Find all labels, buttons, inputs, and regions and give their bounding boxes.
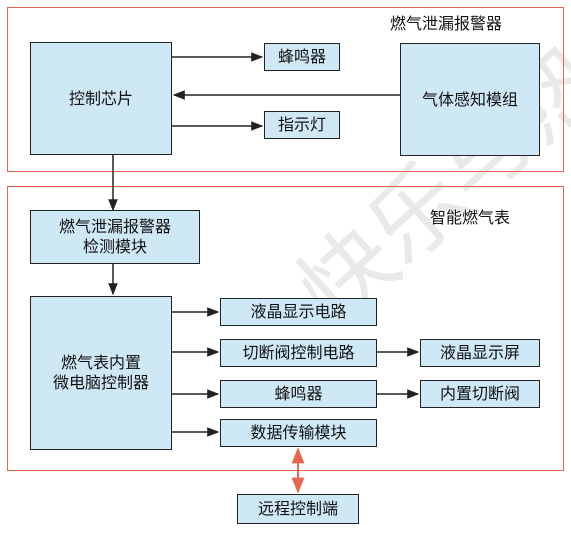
detection-module-label: 燃气泄漏报警器 检测模块 [58,217,171,256]
smart-gas-meter-title: 智能燃气表 [430,208,511,227]
microcomputer-box: 燃气表内置 微电脑控制器 [30,296,172,450]
lcd-circuit-box: 液晶显示电路 [220,298,377,326]
shutoff-valve-circuit-box: 切断阀控制电路 [220,339,377,367]
bottom-buzzer-box: 蜂鸣器 [220,380,377,408]
gas-sensor-module-label: 气体感知模组 [421,89,518,109]
gas-sensor-module-box: 气体感知模组 [400,43,540,156]
top-buzzer-box: 蜂鸣器 [264,43,340,71]
lcd-screen-box: 液晶显示屏 [420,339,540,367]
smart-gas-meter-frame [7,186,564,471]
top-buzzer-label: 蜂鸣器 [277,47,326,66]
control-chip-label: 控制芯片 [68,88,133,108]
remote-control-label: 远程控制端 [257,499,338,518]
builtin-shutoff-valve-box: 内置切断阀 [420,380,540,408]
data-transmission-module-box: 数据传输模块 [220,419,377,447]
indicator-light-box: 指示灯 [264,111,340,139]
data-transmission-module-label: 数据传输模块 [250,423,347,442]
lcd-circuit-label: 液晶显示电路 [250,302,347,321]
gas-leak-alarm-title: 燃气泄漏报警器 [390,14,503,33]
remote-control-box: 远程控制端 [237,494,359,524]
gas-leak-alarm-frame [7,7,564,172]
bottom-buzzer-label: 蜂鸣器 [274,384,323,403]
shutoff-valve-circuit-label: 切断阀控制电路 [242,343,355,362]
control-chip-box: 控制芯片 [30,42,172,155]
microcomputer-label: 燃气表内置 微电脑控制器 [52,353,149,392]
builtin-shutoff-valve-label: 内置切断阀 [439,384,520,403]
lcd-screen-label: 液晶显示屏 [439,343,520,362]
detection-module-box: 燃气泄漏报警器 检测模块 [30,210,200,264]
indicator-light-label: 指示灯 [277,115,326,134]
